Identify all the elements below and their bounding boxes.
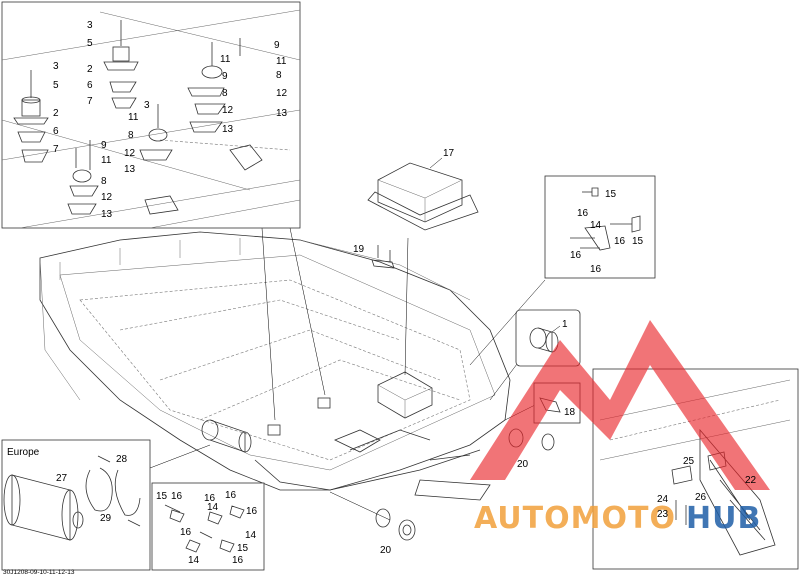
automotohub-watermark: AUTOMOTO HUB <box>470 320 770 536</box>
mount-3 <box>187 38 241 133</box>
callout-13: 13 <box>124 164 136 175</box>
callout-11: 11 <box>220 54 231 65</box>
callout-6: 6 <box>87 80 93 91</box>
engine-mount-inset <box>1 1 301 229</box>
callout-16: 16 <box>171 491 183 502</box>
callout-16: 16 <box>204 493 216 504</box>
europe-label: Europe <box>7 447 40 458</box>
leader-lines <box>149 227 546 521</box>
cover-17 <box>367 157 479 231</box>
document-id: 30J1208-09-10-11-12-13 <box>3 569 75 576</box>
callout-11: 11 <box>128 112 139 123</box>
callout-14: 14 <box>188 555 200 566</box>
callout-15: 15 <box>156 491 168 502</box>
callout-9: 9 <box>101 140 107 151</box>
callout-2: 2 <box>87 64 93 75</box>
callout-15: 15 <box>632 236 644 247</box>
callout-16: 16 <box>570 250 582 261</box>
callout-12: 12 <box>276 88 288 99</box>
callout-2: 2 <box>53 108 59 119</box>
callout-14: 14 <box>207 502 219 513</box>
callout-15: 15 <box>605 189 617 200</box>
callout-16: 16 <box>614 236 626 247</box>
callout-3: 3 <box>53 61 59 72</box>
callout-16: 16 <box>246 506 258 517</box>
mount-5 <box>67 140 99 215</box>
callout-22: 22 <box>745 475 757 486</box>
callout-19: 19 <box>353 244 365 255</box>
watermark-text-orange: AUTOMOTO <box>474 501 676 536</box>
callout-23: 23 <box>657 509 669 520</box>
callout-15: 15 <box>237 543 249 554</box>
watermark-text-blue: HUB <box>686 501 761 536</box>
callout-16: 16 <box>577 208 589 219</box>
callout-8: 8 <box>276 70 282 81</box>
callout-20: 20 <box>380 545 392 556</box>
callout-25: 25 <box>683 456 695 467</box>
mount-1 <box>13 70 49 163</box>
callout-11: 11 <box>276 56 287 67</box>
callout-11: 9 <box>222 71 228 82</box>
callout-6: 6 <box>53 126 59 137</box>
callout-17: 17 <box>443 148 455 159</box>
callout-7: 7 <box>87 96 93 107</box>
callout-7: 7 <box>53 144 59 155</box>
callout-16: 16 <box>232 555 244 566</box>
callout-8: 8 <box>222 88 228 99</box>
callout-26: 26 <box>695 492 707 503</box>
europe-muffler-inset <box>1 439 151 571</box>
callout-13: 13 <box>222 124 234 135</box>
fastener-inset <box>151 482 265 571</box>
callout-16: 14 <box>245 530 257 541</box>
callout-27: 27 <box>56 473 68 484</box>
mount-4 <box>139 104 173 161</box>
callout-13: 13 <box>276 108 288 119</box>
grommet-20 <box>375 508 416 541</box>
callout-16: 16 <box>180 527 192 538</box>
part-19 <box>371 245 395 269</box>
callout-3: 3 <box>144 100 150 111</box>
callout-9: 9 <box>274 40 280 51</box>
callout-3: 3 <box>87 20 93 31</box>
callout-24: 24 <box>657 494 669 505</box>
callout-5: 5 <box>87 38 93 49</box>
callout-12: 12 <box>101 192 113 203</box>
callout-28: 28 <box>116 454 128 465</box>
callout-8: 8 <box>128 130 134 141</box>
callout-1: 1 <box>562 319 568 330</box>
callout-16: 16 <box>590 264 602 275</box>
callout-8: 8 <box>101 176 107 187</box>
bracket-inset <box>544 175 656 279</box>
callout-20: 20 <box>517 459 529 470</box>
callout-12: 12 <box>222 105 234 116</box>
callout-14: 14 <box>590 220 602 231</box>
mount-2 <box>103 20 139 109</box>
logo-mark-icon <box>470 320 770 490</box>
callout-13: 13 <box>101 209 113 220</box>
callout-11: 11 <box>101 155 112 166</box>
callout-16: 16 <box>225 490 237 501</box>
callout-29: 29 <box>100 513 112 524</box>
callout-18: 18 <box>564 407 576 418</box>
callout-12: 12 <box>124 148 136 159</box>
callout-5: 5 <box>53 80 59 91</box>
callout-labels: 3 5 2 6 7 3 5 2 6 7 9 11 8 12 13 9 11 8 … <box>53 20 757 566</box>
hull-drawing <box>39 231 555 501</box>
